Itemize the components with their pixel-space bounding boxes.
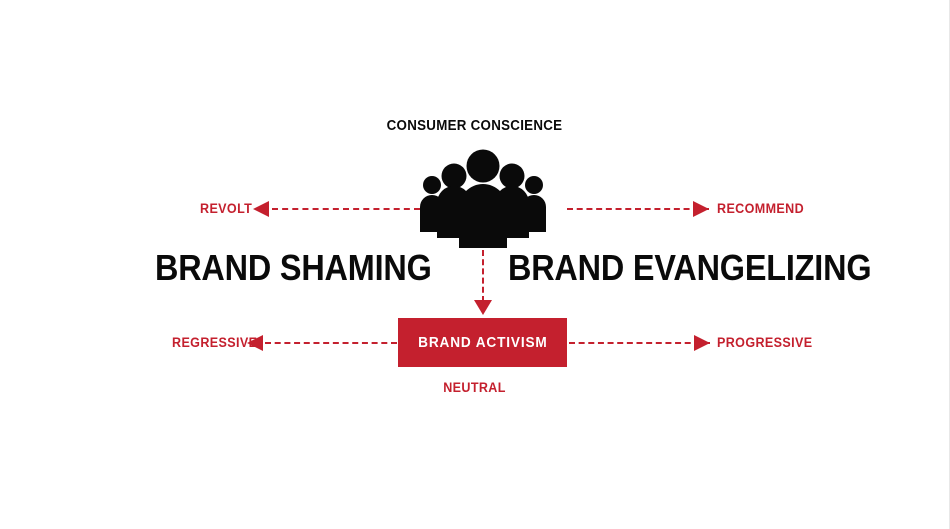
arrow-left-icon-regressive [247,335,263,351]
consumer-conscience-title: CONSUMER CONSCIENCE [386,118,563,134]
regressive-connector-line [265,342,397,344]
label-progressive: PROGRESSIVE [717,335,813,350]
revolt-connector-line [272,208,420,210]
progressive-connector-line [569,342,710,344]
label-regressive: REGRESSIVE [172,335,258,350]
conscience-to-activism-line [482,250,484,302]
arrow-down-icon-activism [474,300,492,315]
label-neutral: NEUTRAL [443,380,506,395]
headline-brand-shaming: BRAND SHAMING [155,247,432,288]
label-revolt: REVOLT [200,201,253,216]
arrow-right-icon-progressive [694,335,710,351]
label-recommend: RECOMMEND [717,201,805,216]
group-of-people-icon [418,148,548,248]
headline-brand-evangelizing: BRAND EVANGELIZING [508,247,872,288]
arrow-right-icon-recommend [693,201,709,217]
arrow-left-icon-revolt [253,201,269,217]
brand-activism-box: BRAND ACTIVISM [398,318,567,367]
recommend-connector-line [567,208,709,210]
brand-activism-label: BRAND ACTIVISM [417,334,548,351]
